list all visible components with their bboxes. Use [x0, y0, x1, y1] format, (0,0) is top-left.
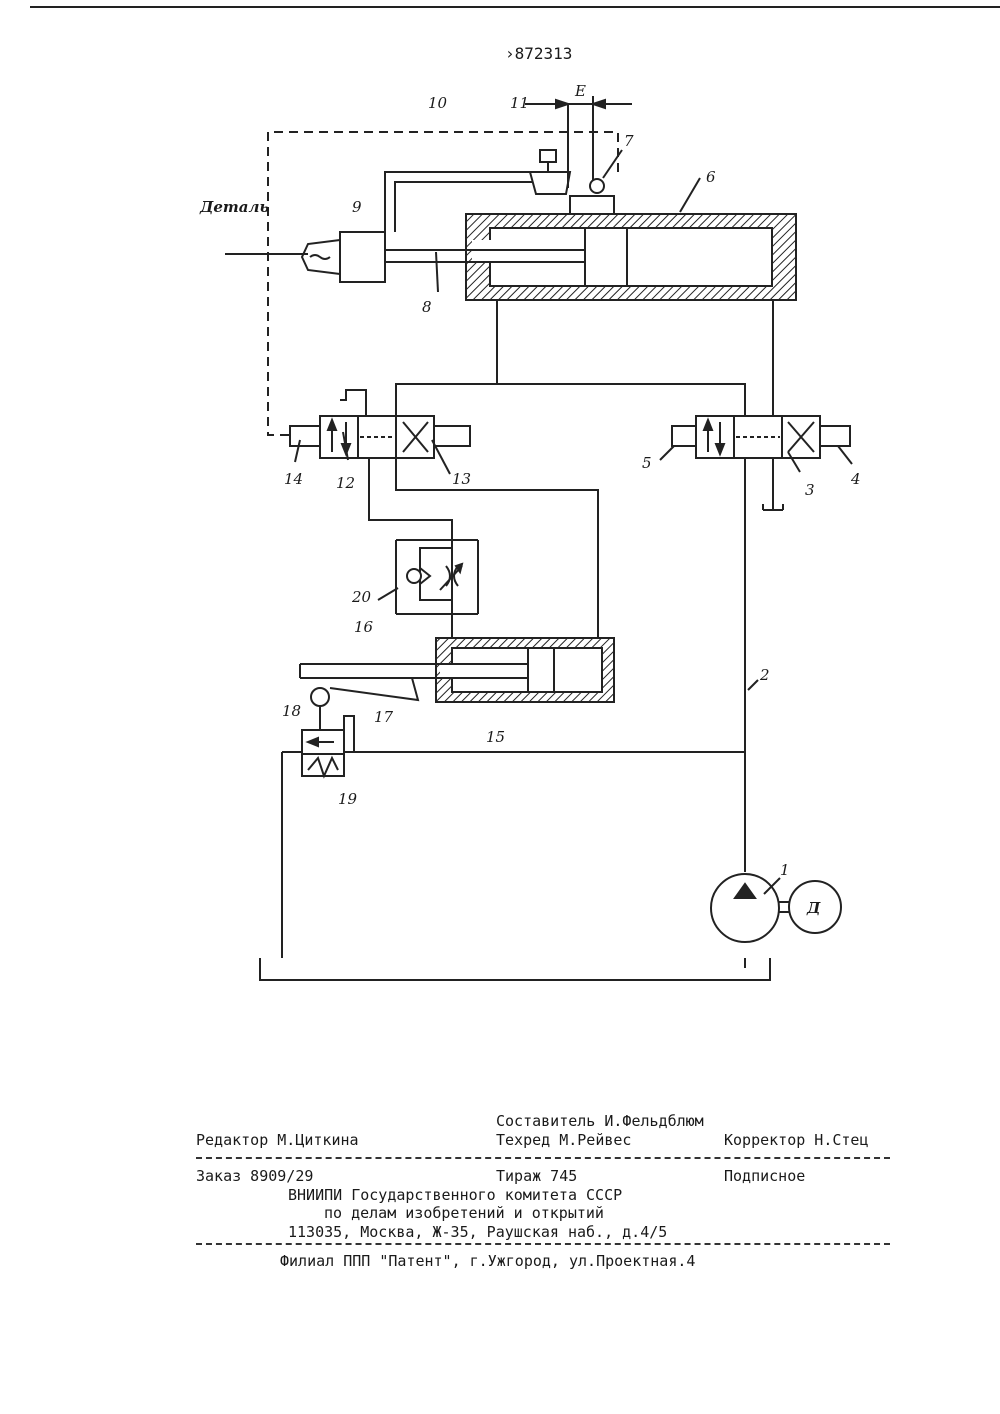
- roller-18: [311, 688, 329, 706]
- tech-editor: Техред М.Рейвес: [496, 1131, 631, 1150]
- order-number: Заказ 8909/29: [196, 1167, 313, 1186]
- num-4: 4: [850, 470, 861, 488]
- org-line-1: ВНИИПИ Государственного комитета СССР: [288, 1186, 622, 1205]
- pump-1: [711, 874, 790, 942]
- throttle-check-20: [396, 540, 478, 614]
- num-18: 18: [282, 702, 301, 720]
- num-11: 11: [510, 94, 529, 112]
- circulation: Тираж 745: [496, 1167, 577, 1186]
- num-5: 5: [642, 454, 652, 472]
- num-6: 6: [706, 168, 716, 186]
- stop-11: [530, 150, 570, 194]
- proofreader: Корректор Н.Стец: [724, 1131, 869, 1150]
- num-9: 9: [352, 198, 362, 216]
- org-line-2: по делам изобретений и открытий: [324, 1204, 604, 1223]
- num-12: 12: [336, 474, 355, 492]
- num-13: 13: [452, 470, 471, 488]
- num-17: 17: [374, 708, 394, 726]
- drain-line: [282, 752, 302, 958]
- compiler: Составитель И.Фельдблюм: [496, 1112, 704, 1131]
- num-16: 16: [354, 618, 374, 636]
- num-3: 3: [805, 481, 815, 499]
- num-2: 2: [759, 666, 770, 684]
- feed-cylinder-15: [300, 638, 614, 702]
- subscription: Подписное: [724, 1167, 805, 1186]
- valve-3: [672, 416, 850, 510]
- pipe-6-to-3: [497, 384, 745, 416]
- num-8: 8: [422, 298, 432, 316]
- relief-valve-19: [302, 706, 354, 776]
- label-e: E: [574, 82, 586, 100]
- num-10: 10: [428, 94, 448, 112]
- sensor-7: [570, 179, 614, 214]
- num-15: 15: [486, 728, 505, 746]
- wedge-17: [330, 678, 418, 700]
- num-20: 20: [351, 588, 372, 606]
- num-14: 14: [284, 470, 303, 488]
- org-address: 113035, Москва, Ж-35, Раушская наб., д.4…: [288, 1223, 667, 1242]
- tool-holder-9: [302, 232, 385, 282]
- num-19: 19: [338, 790, 358, 808]
- main-cylinder-6: [385, 214, 796, 300]
- branch-line: Филиал ППП "Патент", г.Ужгород, ул.Проек…: [280, 1252, 695, 1271]
- editor: Редактор М.Циткина: [196, 1131, 359, 1150]
- num-7: 7: [624, 132, 634, 150]
- num-1: 1: [780, 861, 790, 879]
- pipe-6-left: [396, 300, 497, 416]
- label-part: Деталь: [199, 198, 269, 216]
- label-motor: Д: [806, 899, 821, 917]
- tank: [260, 958, 770, 980]
- divider-2: [196, 1243, 890, 1245]
- divider-1: [196, 1157, 890, 1159]
